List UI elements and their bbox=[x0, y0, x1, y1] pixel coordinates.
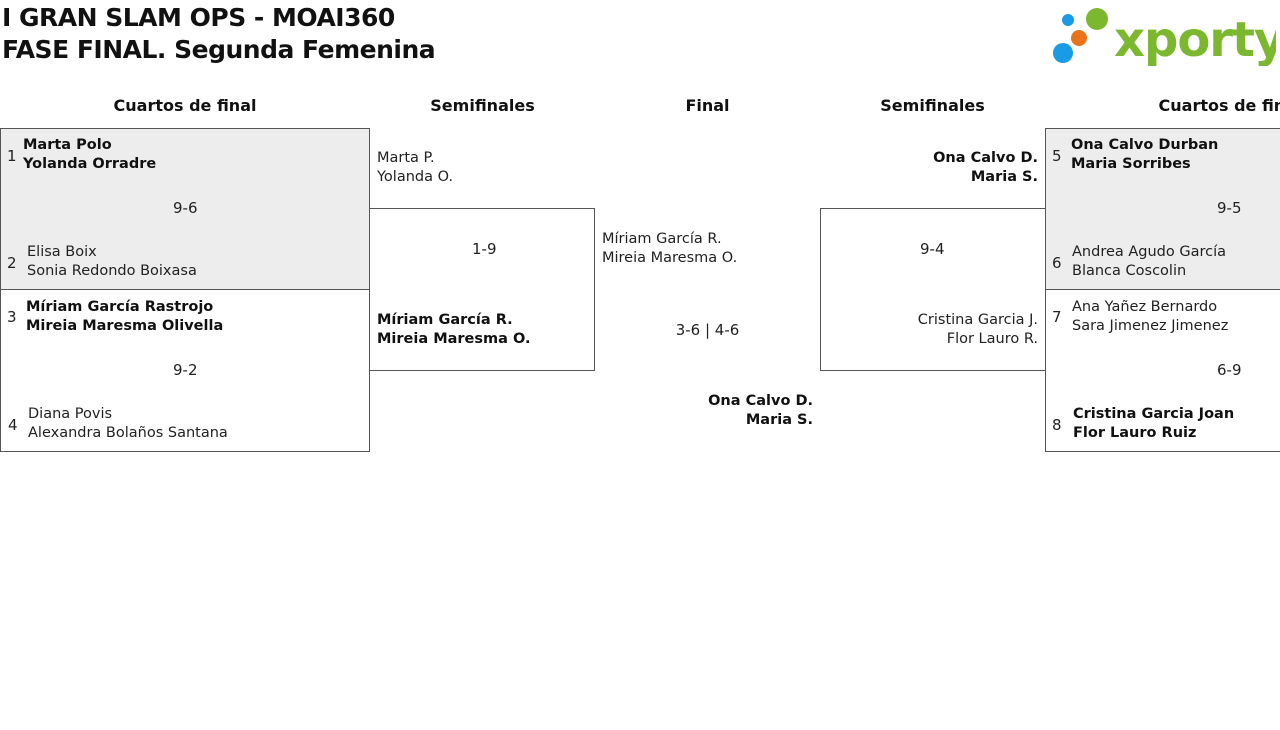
player-name: Maria Sorribes bbox=[1071, 156, 1191, 172]
logo-dot-blue-small-icon bbox=[1062, 14, 1074, 26]
round-header-left-semifinals: Semifinales bbox=[430, 96, 535, 115]
player-name: Mireia Maresma O. bbox=[377, 331, 531, 347]
player-name: Sonia Redondo Boixasa bbox=[27, 263, 197, 279]
match-score: 9-6 bbox=[173, 199, 198, 217]
player-name: Ona Calvo Durban bbox=[1071, 137, 1219, 153]
champion-name: Maria S. bbox=[745, 412, 813, 428]
player-name: Míriam García Rastrojo bbox=[26, 299, 214, 315]
player-name: Elisa Boix bbox=[27, 244, 97, 260]
right-qf-match-2[interactable] bbox=[1045, 289, 1280, 452]
player-name: Flor Lauro Ruiz bbox=[1073, 425, 1197, 441]
left-sf-connector[interactable] bbox=[369, 208, 595, 371]
player-name: Marta P. bbox=[377, 150, 435, 166]
player-name: Míriam García R. bbox=[377, 312, 513, 328]
seed-number: 5 bbox=[1052, 147, 1062, 165]
player-name: Maria S. bbox=[970, 169, 1038, 185]
seed-number: 3 bbox=[7, 308, 17, 326]
player-name: Marta Polo bbox=[23, 137, 112, 153]
match-score: 9-4 bbox=[920, 240, 945, 258]
seed-number: 8 bbox=[1052, 416, 1062, 434]
player-name: Andrea Agudo García bbox=[1072, 244, 1227, 260]
round-header-right-quarterfinals: Cuartos de final bbox=[1158, 96, 1280, 115]
player-name: Ona Calvo D. bbox=[933, 150, 1038, 166]
player-name: Cristina Garcia Joan bbox=[1073, 406, 1235, 422]
player-name: Alexandra Bolaños Santana bbox=[28, 425, 228, 441]
right-qf-match-1[interactable] bbox=[1045, 128, 1280, 290]
seed-number: 7 bbox=[1052, 308, 1062, 326]
player-name: Blanca Coscolin bbox=[1072, 263, 1187, 279]
player-name: Cristina Garcia J. bbox=[917, 312, 1038, 328]
logo-dot-orange-icon bbox=[1071, 30, 1087, 46]
final-score: 3-6 | 4-6 bbox=[675, 321, 740, 339]
player-name: Flor Lauro R. bbox=[946, 331, 1038, 347]
player-name: Sara Jimenez Jimenez bbox=[1072, 318, 1229, 334]
seed-number: 6 bbox=[1052, 254, 1062, 272]
round-header-left-quarterfinals: Cuartos de final bbox=[113, 96, 257, 115]
champion-name: Ona Calvo D. bbox=[708, 393, 813, 409]
tournament-title: I GRAN SLAM OPS - MOAI360 bbox=[2, 3, 395, 32]
player-name: Yolanda O. bbox=[377, 169, 454, 185]
seed-number: 4 bbox=[8, 416, 18, 434]
xporty-logo: xporty bbox=[1050, 4, 1280, 68]
logo-wordmark: xporty bbox=[1114, 12, 1276, 66]
match-score: 6-9 bbox=[1217, 361, 1242, 379]
logo-dot-green-icon bbox=[1086, 8, 1108, 30]
match-score: 9-5 bbox=[1217, 199, 1242, 217]
player-name: Míriam García R. bbox=[602, 231, 722, 247]
logo-dot-blue-large-icon bbox=[1053, 43, 1073, 63]
player-name: Mireia Maresma Olivella bbox=[26, 318, 224, 334]
round-header-final: Final bbox=[685, 96, 730, 115]
seed-number: 2 bbox=[7, 254, 17, 272]
match-score: 9-2 bbox=[173, 361, 198, 379]
player-name: Yolanda Orradre bbox=[23, 156, 157, 172]
player-name: Diana Povis bbox=[28, 406, 113, 422]
match-score: 1-9 bbox=[472, 240, 497, 258]
phase-title: FASE FINAL. Segunda Femenina bbox=[2, 35, 436, 64]
round-header-right-semifinals: Semifinales bbox=[880, 96, 985, 115]
player-name: Ana Yañez Bernardo bbox=[1072, 299, 1218, 315]
left-qf-match-1[interactable] bbox=[0, 128, 370, 290]
player-name: Mireia Maresma O. bbox=[602, 250, 738, 266]
seed-number: 1 bbox=[7, 147, 17, 165]
